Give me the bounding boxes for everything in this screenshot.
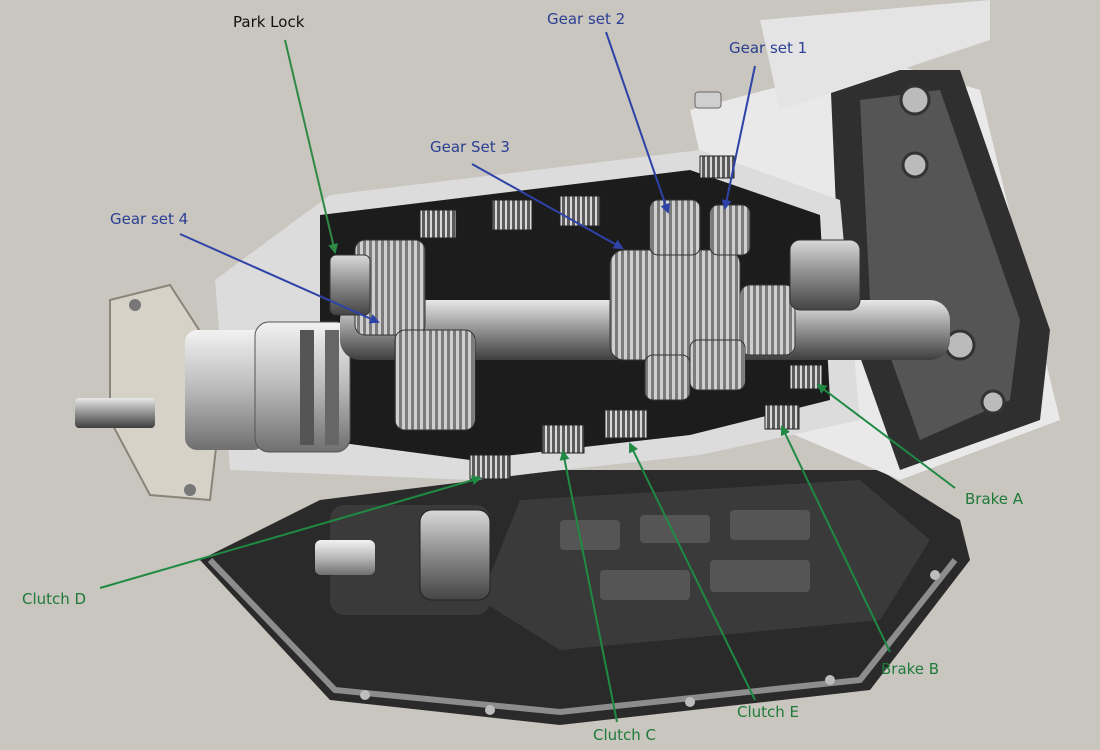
leader-clutch-d (99, 475, 482, 589)
leader-brake-b (780, 425, 891, 653)
leader-park-lock (284, 39, 339, 254)
leader-lines (99, 31, 956, 723)
leader-clutch-c (559, 450, 618, 723)
label-gear-set-1: Gear set 1 (729, 39, 808, 57)
hydraulic-actuator (315, 505, 491, 615)
leader-brake-a (816, 383, 956, 489)
gear-train (329, 199, 861, 431)
label-brake-a: Brake A (965, 490, 1024, 508)
leader-clutch-e (629, 442, 756, 701)
label-gear-set-3: Gear Set 3 (430, 138, 510, 156)
label-brake-b: Brake B (881, 660, 940, 678)
leader-gear-set-1 (721, 65, 756, 210)
input-flange (75, 283, 351, 502)
label-park-lock: Park Lock (233, 13, 305, 31)
leader-gear-set-3 (471, 163, 624, 249)
leader-gear-set-4 (179, 233, 380, 324)
leader-gear-set-2 (605, 31, 671, 214)
label-clutch-e: Clutch E (737, 703, 800, 721)
label-clutch-d: Clutch D (22, 590, 87, 608)
label-clutch-c: Clutch C (593, 726, 657, 744)
oil-pan (200, 470, 970, 725)
label-gear-set-2: Gear set 2 (547, 10, 626, 28)
label-gear-set-4: Gear set 4 (110, 210, 189, 228)
